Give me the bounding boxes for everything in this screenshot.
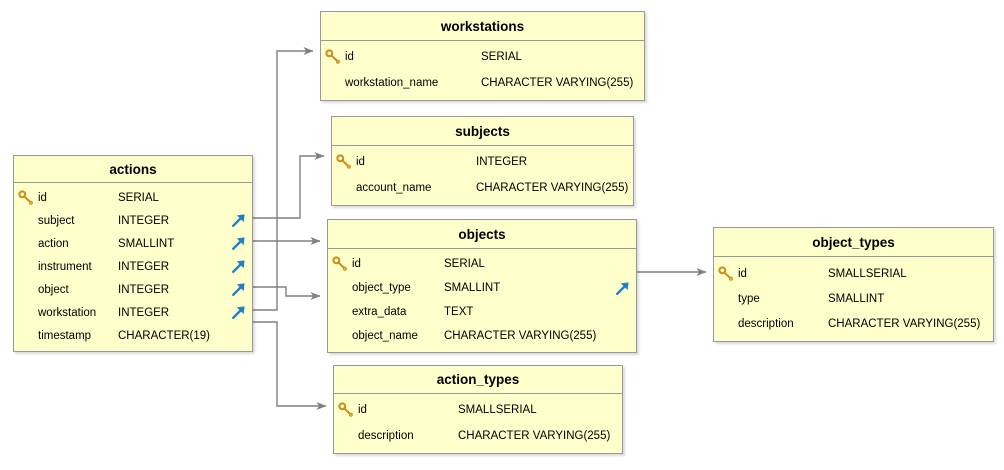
column-type: SMALLINT: [828, 292, 885, 305]
column-type: INTEGER: [118, 283, 170, 296]
column-name: type: [738, 292, 760, 305]
table-objects[interactable]: objects id SERIAL object_type SMALLINT e…: [327, 219, 637, 353]
table-row[interactable]: workstation INTEGER: [14, 301, 252, 324]
table-title-objects: objects: [328, 220, 636, 249]
key-icon: [14, 189, 38, 206]
table-title-workstations: workstations: [321, 12, 644, 41]
table-row[interactable]: workstation_name CHARACTER VARYING(255): [321, 70, 644, 96]
column-type: SMALLSERIAL: [828, 267, 907, 280]
key-icon: [334, 402, 358, 418]
table-row[interactable]: id SERIAL: [321, 44, 644, 70]
column-name: id: [352, 258, 361, 270]
table-columns-workstations: id SERIAL workstation_name CHARACTER VAR…: [321, 41, 644, 100]
column-name: object: [38, 283, 69, 296]
fk-arrow-icon: [230, 236, 246, 252]
table-actions[interactable]: actions id SERIAL subject INTEGER action: [13, 155, 253, 352]
column-name: id: [358, 404, 367, 416]
column-name: workstation: [38, 306, 97, 319]
fk-arrow-icon: [230, 305, 246, 321]
table-row[interactable]: subject INTEGER: [14, 209, 252, 232]
table-workstations[interactable]: workstations id SERIAL workstation_name …: [320, 11, 645, 101]
table-title-subjects: subjects: [332, 117, 633, 146]
column-type: CHARACTER VARYING(255): [481, 77, 634, 89]
column-name: workstation_name: [345, 77, 439, 89]
table-columns-subjects: id INTEGER account_name CHARACTER VARYIN…: [332, 146, 633, 205]
table-row[interactable]: id SMALLSERIAL: [334, 397, 622, 423]
table-row[interactable]: instrument INTEGER: [14, 255, 252, 278]
edge-actions-subjects: [253, 152, 325, 219]
column-name: action: [38, 237, 69, 250]
key-icon: [321, 49, 345, 65]
column-name: subject: [38, 214, 75, 227]
fk-arrow-icon: [614, 280, 630, 296]
table-row[interactable]: description CHARACTER VARYING(255): [334, 423, 622, 449]
column-name: object_name: [352, 330, 418, 342]
column-type: INTEGER: [118, 260, 170, 273]
column-type: CHARACTER VARYING(255): [828, 317, 981, 330]
column-name: timestamp: [38, 329, 92, 342]
column-name: description: [358, 430, 414, 442]
column-type: SERIAL: [444, 258, 485, 270]
key-icon: [714, 265, 738, 282]
table-title-actions: actions: [14, 156, 252, 183]
column-type: INTEGER: [118, 214, 170, 227]
column-type: SMALLINT: [444, 282, 501, 294]
table-columns-actions: id SERIAL subject INTEGER action SMALLIN…: [14, 183, 252, 351]
key-icon: [328, 256, 352, 272]
column-type: SERIAL: [118, 191, 159, 204]
table-columns-object-types: id SMALLSERIAL type SMALLINT description…: [714, 257, 993, 341]
table-row[interactable]: object_name CHARACTER VARYING(255): [328, 324, 636, 348]
key-icon: [332, 154, 356, 170]
column-type: CHARACTER VARYING(255): [476, 182, 629, 194]
table-row[interactable]: type SMALLINT: [714, 286, 993, 311]
column-name: extra_data: [352, 306, 407, 318]
table-row[interactable]: id INTEGER: [332, 149, 633, 175]
column-name: id: [345, 51, 354, 63]
table-row[interactable]: account_name CHARACTER VARYING(255): [332, 175, 633, 201]
table-object-types[interactable]: object_types id SMALLSERIAL type SMALLIN…: [713, 227, 994, 342]
column-type: SMALLINT: [118, 237, 175, 250]
column-type: TEXT: [444, 306, 474, 318]
column-name: id: [738, 267, 747, 280]
table-action-types[interactable]: action_types id SMALLSERIAL description …: [333, 365, 623, 454]
table-subjects[interactable]: subjects id INTEGER account_name CHARACT…: [331, 116, 634, 206]
column-name: object_type: [352, 282, 411, 294]
fk-arrow-icon: [230, 259, 246, 275]
table-row[interactable]: object INTEGER: [14, 278, 252, 301]
table-row[interactable]: action SMALLINT: [14, 232, 252, 255]
column-type: CHARACTER VARYING(255): [444, 330, 597, 342]
fk-arrow-icon: [230, 282, 246, 298]
column-type: SMALLSERIAL: [458, 404, 537, 416]
column-name: account_name: [356, 182, 432, 194]
column-name: id: [38, 191, 47, 204]
column-name: instrument: [38, 260, 92, 273]
column-type: INTEGER: [118, 306, 170, 319]
column-name: description: [738, 317, 794, 330]
table-row[interactable]: timestamp CHARACTER(19): [14, 324, 252, 347]
edge-actions-action-types: [253, 321, 327, 410]
table-row[interactable]: description CHARACTER VARYING(255): [714, 311, 993, 336]
table-row[interactable]: id SMALLSERIAL: [714, 261, 993, 286]
table-columns-objects: id SERIAL object_type SMALLINT extra_dat…: [328, 249, 636, 352]
column-type: SERIAL: [481, 51, 522, 63]
column-type: INTEGER: [476, 156, 528, 168]
column-type: CHARACTER VARYING(255): [458, 430, 611, 442]
table-row[interactable]: extra_data TEXT: [328, 300, 636, 324]
table-title-action-types: action_types: [334, 366, 622, 394]
table-title-object-types: object_types: [714, 228, 993, 257]
fk-arrow-icon: [230, 213, 246, 229]
table-columns-action-types: id SMALLSERIAL description CHARACTER VAR…: [334, 394, 622, 453]
edge-actions-workstations: [253, 47, 314, 311]
column-type: CHARACTER(19): [118, 329, 211, 342]
table-row[interactable]: id SERIAL: [328, 252, 636, 276]
column-name: id: [356, 156, 365, 168]
edge-actions-objects-instrument: [253, 286, 321, 300]
table-row[interactable]: object_type SMALLINT: [328, 276, 636, 300]
table-row[interactable]: id SERIAL: [14, 186, 252, 209]
